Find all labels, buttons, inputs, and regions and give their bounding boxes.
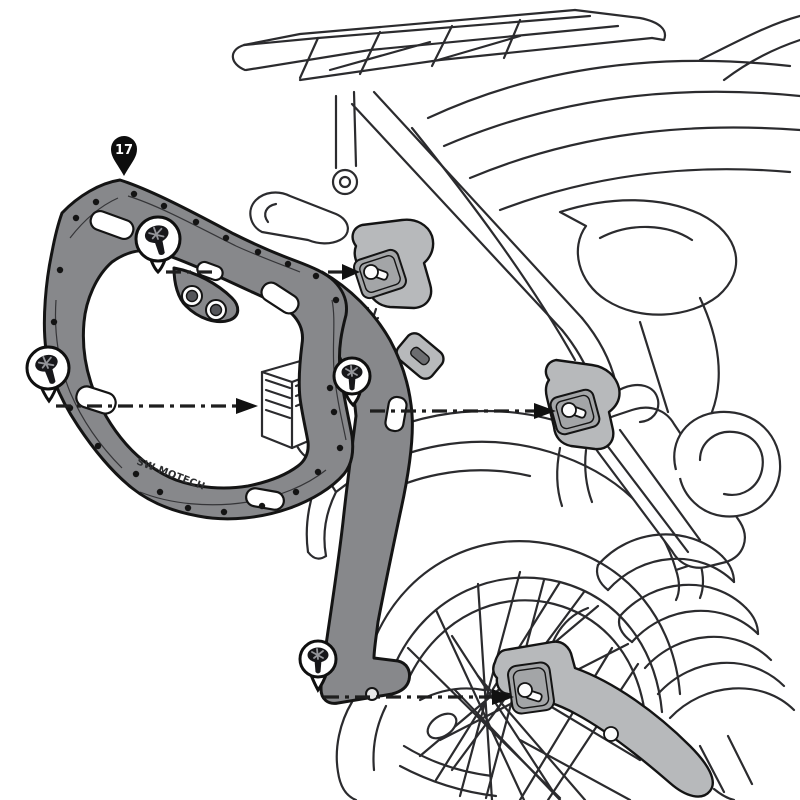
callout-number: 17 bbox=[115, 143, 133, 158]
shock-spring bbox=[595, 533, 796, 800]
assembly-line-left bbox=[56, 398, 258, 414]
pin-icon bbox=[111, 136, 137, 176]
arrow-icon bbox=[534, 403, 556, 419]
arrow-icon bbox=[236, 398, 258, 414]
axle-adjuster bbox=[426, 712, 458, 740]
tail-bodywork bbox=[426, 59, 800, 414]
screw-callout-left bbox=[25, 345, 71, 404]
arrow-icon bbox=[492, 689, 514, 705]
motorcycle-line-art bbox=[231, 8, 800, 800]
assembly-lines bbox=[56, 264, 556, 705]
assembly-line-top bbox=[166, 264, 360, 280]
carrier-side-tab bbox=[395, 332, 445, 380]
mounting-bracket-upper bbox=[351, 218, 435, 357]
screw-icon bbox=[35, 354, 58, 384]
screw-callout-top bbox=[134, 215, 182, 275]
mounting-bracket-middle bbox=[544, 358, 660, 508]
arrow-icon bbox=[342, 264, 360, 280]
luggage-rack bbox=[231, 8, 800, 82]
swingarm bbox=[453, 646, 642, 800]
tail-end-cap bbox=[558, 199, 738, 316]
carrier-screw-holes bbox=[50, 190, 344, 516]
carrier-arm-slot bbox=[384, 395, 408, 433]
screw-icon bbox=[307, 647, 329, 674]
shock-absorber bbox=[592, 406, 796, 800]
carrier-slot-topleft bbox=[89, 209, 135, 241]
tab-keyhole bbox=[410, 346, 430, 366]
bracket-arm-hole bbox=[603, 726, 619, 742]
mounting-bracket-lower bbox=[492, 606, 714, 798]
screw-icon bbox=[144, 225, 169, 256]
screw-callout-bottom bbox=[298, 639, 338, 693]
shock-reservoir bbox=[673, 410, 782, 518]
carrier-slot-right bbox=[260, 281, 300, 315]
assembly-line-right bbox=[370, 403, 556, 419]
carrier-slot-left bbox=[75, 385, 117, 415]
screw-callout-right bbox=[332, 356, 372, 408]
screw-icon bbox=[341, 364, 363, 391]
frame-tubes bbox=[331, 90, 620, 402]
assembly-line-bottom bbox=[324, 689, 514, 705]
callout-pin-17: 17 bbox=[111, 136, 137, 176]
